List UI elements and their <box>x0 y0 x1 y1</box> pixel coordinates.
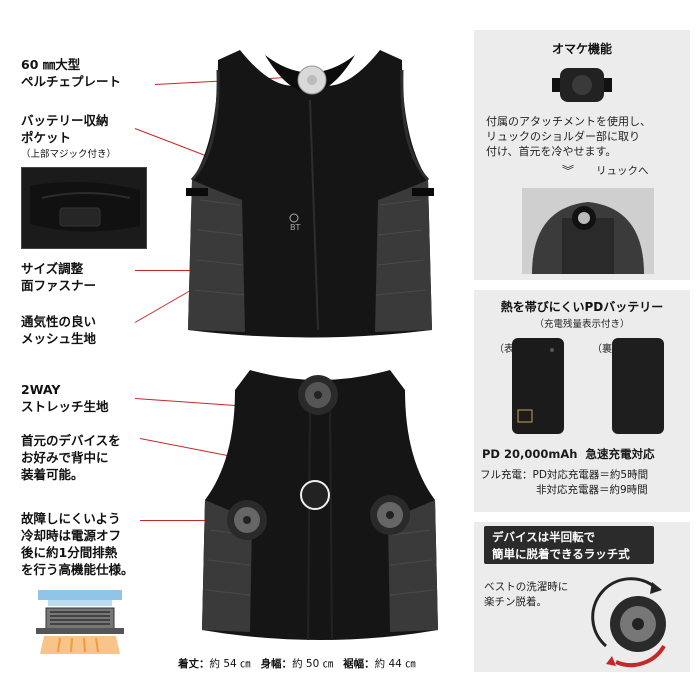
cooldown-label: 故障しにくいよう冷却時は電源オフ 後に約1分間排熱を行う高機能仕様。 <box>21 511 134 577</box>
peltier-label: 60 ㎜大型ペルチェプレート <box>21 57 122 89</box>
vest-back-image <box>190 360 450 650</box>
latch-title-box: デバイスは半回転で 簡単に脱着できるラッチ式 <box>484 526 654 564</box>
pocket-closeup-image <box>21 167 147 249</box>
bonus-title: オマケ機能 <box>551 42 612 56</box>
battery-front-image <box>512 338 564 434</box>
backpack-arrow-label: リュックへ <box>596 165 649 177</box>
mesh-label: 通気性の良いメッシュ生地 <box>21 314 97 346</box>
battery-panel: 熱を帯びにくいPDバッテリー （充電残量表示付き） （表） （裏） PD 20,… <box>474 290 690 512</box>
battery-charge-times: フル充電：PD対応充電器＝約5時間 非対応充電器＝約9時間 <box>480 469 649 496</box>
bonus-panel: オマケ機能 付属のアタッチメントを使用し、リュックのショルダー部に取り付け、首元… <box>474 30 690 280</box>
battery-specs: PD 20,000mAh 急速充電対応 <box>482 447 655 461</box>
attachment-image <box>552 60 612 110</box>
zipper-label: サイズ調整面ファスナー <box>21 261 97 293</box>
latch-title-line2: 簡単に脱着できるラッチ式 <box>492 547 630 561</box>
battery-title: 熱を帯びにくいPDバッテリー <box>500 300 664 314</box>
battery-front-label: （表） <box>494 344 524 355</box>
battery-pocket-label: バッテリー収納ポケット （上部マジック付き） <box>21 113 117 160</box>
backpack-image <box>522 188 654 274</box>
device-label: 首元のデバイスをお好みで背中に装着可能。 <box>21 433 121 482</box>
leader-line <box>135 270 195 271</box>
latch-panel: デバイスは半回転で 簡単に脱着できるラッチ式 ベストの洗濯時に楽チン脱着。 <box>474 522 690 672</box>
chevron-down-icon: ︾ <box>562 164 575 178</box>
battery-back-label: （裏） <box>592 344 622 355</box>
latch-text: ベストの洗濯時に楽チン脱着。 <box>484 581 569 608</box>
svg-text:BT: BT <box>290 223 300 232</box>
battery-back-image <box>612 338 664 434</box>
leader-line <box>140 520 250 521</box>
heat-exhaust-diagram <box>30 588 130 658</box>
latch-title-line1: デバイスは半回転で <box>492 530 596 544</box>
bonus-text: 付属のアタッチメントを使用し、リュックのショルダー部に取り付け、首元を冷やせます… <box>486 115 651 158</box>
battery-subtitle: （充電残量表示付き） <box>534 319 630 330</box>
latch-device-image <box>586 572 682 668</box>
vest-front-image: BT <box>170 30 450 350</box>
measurements: 着丈：約 54 ㎝ 身幅：約 50 ㎝ 裾幅：約 44 ㎝ <box>178 658 416 670</box>
